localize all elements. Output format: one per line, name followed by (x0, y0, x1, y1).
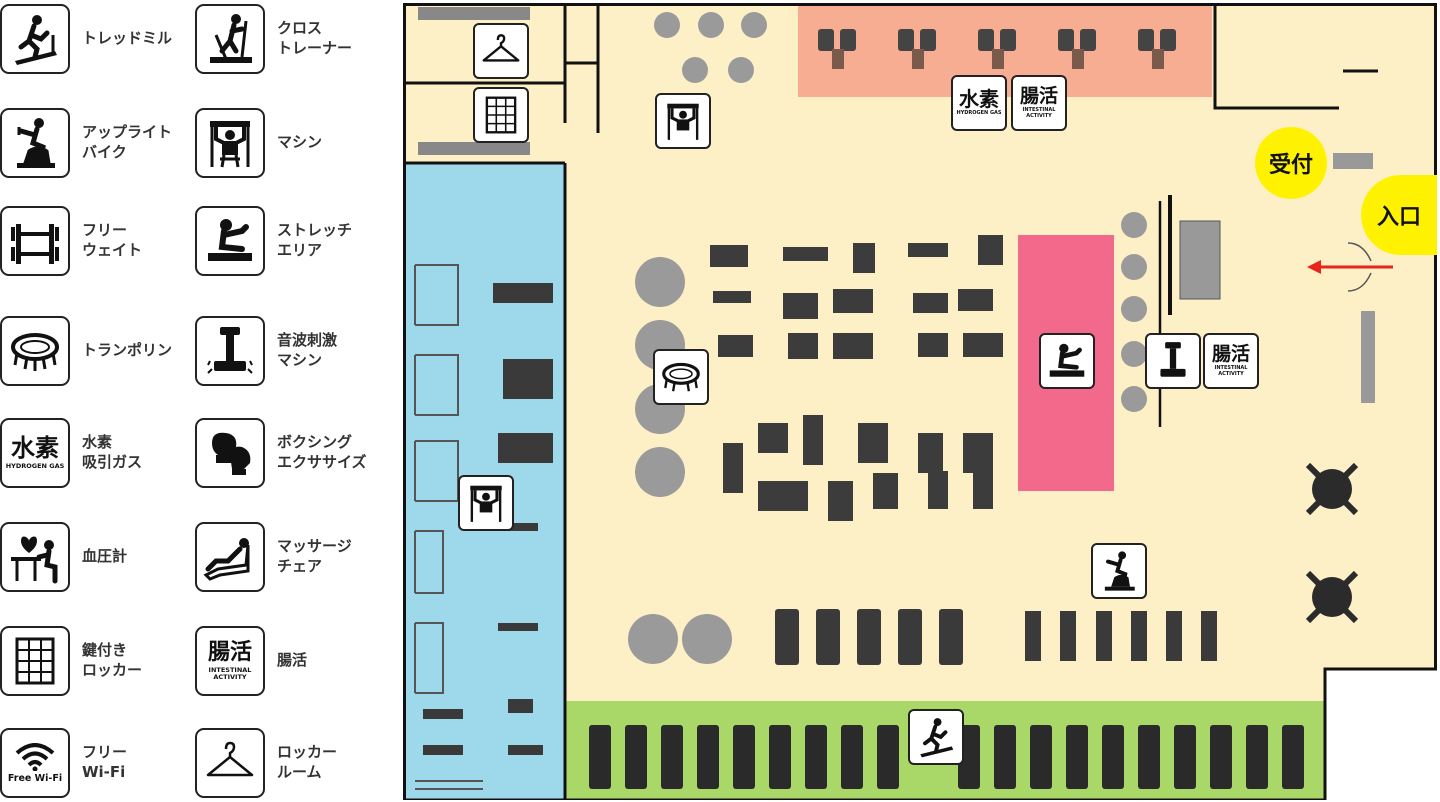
massage-chair-icon (195, 522, 265, 592)
wifi-text: Free Wi-Fi (7, 772, 63, 784)
legend-label-intestinal: 腸活 (277, 651, 308, 669)
intestinal-sign-kanji: 腸活 (1019, 85, 1058, 108)
legend-item-machine: マシン (195, 108, 395, 182)
intestinal-sign-top: 腸活 INTESTINAL ACTIVITY (1011, 75, 1067, 131)
intestinal-sign-subtext: INTESTINAL ACTIVITY (1214, 365, 1248, 377)
stretch-icon (195, 206, 265, 276)
legend-label-locker: 鍵付き ロッカー (82, 641, 143, 679)
locker-room-sign (473, 23, 529, 79)
legend-label-blood-pressure: 血圧計 (82, 547, 128, 565)
legend-label-stretch-area: ストレッチ エリア (277, 221, 353, 259)
legend-label-hydrogen: 水素 吸引ガス (82, 433, 143, 471)
hydrogen-sign-kanji: 水素 (959, 87, 999, 112)
hanger-icon (195, 728, 265, 798)
legend-item-cross-trainer: クロス トレーナー (195, 4, 395, 78)
legend-item-intestinal: 腸活 INTESTINAL ACTIVITY 腸活 (195, 626, 395, 700)
intestinal-kanji: 腸活 (207, 639, 252, 665)
hydrogen-subtext: HYDROGEN GAS (5, 462, 65, 471)
legend-item-trampoline: トランポリン (0, 316, 195, 390)
floor-map: 水素 HYDROGEN GAS 腸活 INTESTINAL ACTIVITY 腸… (403, 3, 1437, 800)
machine-sign-free-weight (458, 475, 514, 531)
upright-bike-sign (1091, 543, 1147, 599)
legend: トレッドミル クロス トレーナー アップライト バイク マシン フリー ウェイト… (0, 0, 400, 802)
legend-item-boxing: ボクシング エクササイズ (195, 418, 395, 492)
locker-icon (0, 626, 70, 696)
machine-icon (195, 108, 265, 178)
treadmill-icon (920, 718, 954, 758)
cross-trainer-icon (195, 4, 265, 74)
treadmill-icon (0, 4, 70, 74)
legend-label-sonic-machine: 音波刺激 マシン (277, 331, 338, 369)
trampoline-icon (662, 362, 700, 392)
entrance-badge: 入口 (1361, 175, 1437, 255)
trampoline-icon (0, 316, 70, 386)
hydrogen-sign-subtext: HYDROGEN GAS (956, 110, 1002, 117)
legend-label-free-weight: フリー ウェイト (82, 221, 143, 259)
intestinal-subtext: INTESTINAL ACTIVITY (208, 665, 252, 681)
legend-item-upright-bike: アップライト バイク (0, 108, 195, 182)
trampoline-sign (653, 349, 709, 405)
wifi-icon: Free Wi-Fi (0, 728, 70, 798)
sonic-machine-sign (1145, 333, 1201, 389)
legend-label-massage: マッサージ チェア (277, 537, 352, 575)
legend-label-upright-bike: アップライト バイク (82, 123, 173, 161)
machine-icon (667, 103, 699, 140)
legend-item-sonic-machine: 音波刺激 マシン (195, 316, 395, 390)
legend-label-machine: マシン (277, 133, 323, 151)
floor-plan-drawing (403, 3, 1437, 800)
legend-item-massage: マッサージ チェア (195, 522, 395, 596)
legend-label-locker-room: ロッカー ルーム (277, 743, 338, 781)
legend-item-wifi: Free Wi-Fi フリー Wi-Fi (0, 728, 195, 802)
reception-badge: 受付 (1255, 127, 1327, 199)
legend-label-cross-trainer: クロス トレーナー (277, 19, 353, 57)
legend-item-stretch-area: ストレッチ エリア (195, 206, 395, 280)
machine-icon (470, 485, 502, 522)
legend-label-treadmill: トレッドミル (82, 29, 173, 47)
hydrogen-kanji: 水素 (11, 434, 59, 463)
treadmill-sign (908, 709, 964, 765)
stretch-sign (1039, 333, 1095, 389)
blood-pressure-icon (0, 522, 70, 592)
hanger-icon (482, 34, 520, 62)
stretch-icon (1049, 343, 1085, 377)
locker-icon (485, 96, 517, 134)
vibration-machine-icon (195, 316, 265, 386)
intestinal-sign-right: 腸活 INTESTINAL ACTIVITY (1203, 333, 1259, 389)
vibration-machine-icon (1160, 342, 1186, 377)
dumbbell-icon (0, 206, 70, 276)
legend-item-blood-pressure: 血圧計 (0, 522, 195, 596)
boxing-glove-icon (195, 418, 265, 488)
legend-item-hydrogen: 水素 HYDROGEN GAS 水素 吸引ガス (0, 418, 195, 492)
legend-label-trampoline: トランポリン (82, 341, 173, 359)
legend-item-locker-room: ロッカー ルーム (195, 728, 395, 802)
legend-label-boxing: ボクシング エクササイズ (277, 433, 367, 471)
intestinal-sign-kanji: 腸活 (1211, 343, 1250, 366)
legend-label-wifi: フリー Wi-Fi (82, 743, 128, 781)
legend-item-locker: 鍵付き ロッカー (0, 626, 195, 700)
intestinal-sign-subtext: INTESTINAL ACTIVITY (1022, 107, 1056, 119)
upright-bike-icon (0, 108, 70, 178)
legend-item-treadmill: トレッドミル (0, 4, 195, 78)
upright-bike-icon (1104, 551, 1135, 591)
intestinal-activity-icon: 腸活 INTESTINAL ACTIVITY (195, 626, 265, 696)
legend-item-free-weight: フリー ウェイト (0, 206, 195, 280)
machine-sign-top (655, 93, 711, 149)
locker-sign (473, 87, 529, 143)
hydrogen-sign: 水素 HYDROGEN GAS (951, 75, 1007, 131)
hydrogen-gas-icon: 水素 HYDROGEN GAS (0, 418, 70, 488)
